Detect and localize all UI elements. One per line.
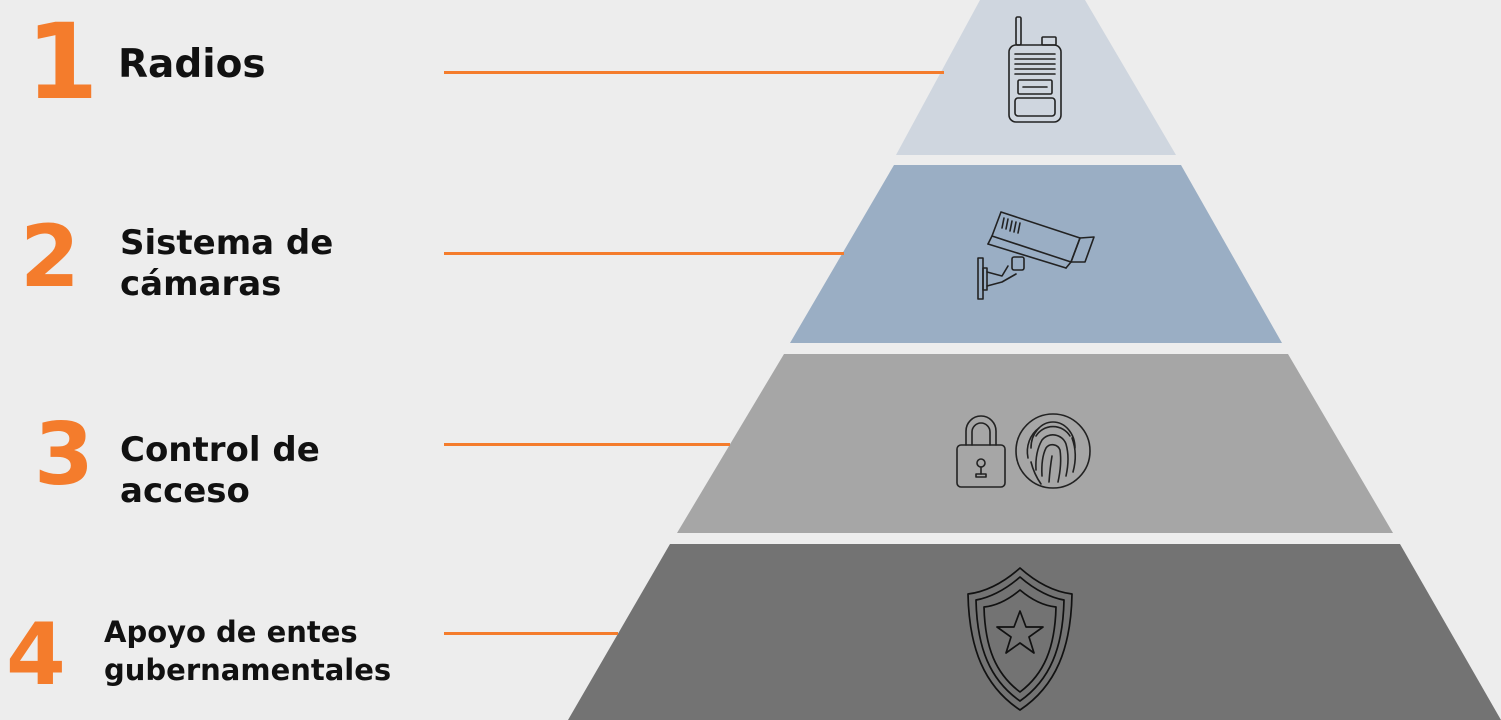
connector-line-1	[444, 71, 944, 74]
tier-3-number: 3	[34, 405, 94, 505]
tier-3-label-line-1: Control de	[120, 430, 320, 470]
connector-line-4	[444, 632, 618, 635]
pyramid-tier-1	[896, 0, 1176, 155]
pyramid-tier-2	[790, 165, 1282, 343]
padlock-fingerprint-icon	[956, 413, 1091, 489]
tier-2-number: 2	[20, 207, 80, 307]
tier-1-label-line-1: Radios	[118, 42, 266, 87]
tier-3-label: Control de acceso	[120, 430, 320, 512]
tier-4-number: 4	[6, 605, 66, 705]
police-shield-icon	[967, 567, 1073, 711]
tier-4-label-line-1: Apoyo de entes	[104, 615, 358, 649]
tier-4-label-line-2: gubernamentales	[104, 652, 392, 687]
walkie-talkie-icon	[1008, 16, 1062, 123]
connector-line-3	[444, 443, 730, 446]
tier-2-label-line-1: Sistema de	[120, 223, 334, 263]
tier-4-label: Apoyo de entes gubernamentales	[104, 614, 391, 689]
tier-3-label-line-2: acceso	[120, 470, 250, 511]
tier-1-number: 1	[26, 1, 99, 123]
security-camera-icon	[977, 211, 1095, 300]
tier-2-label: Sistema de cámaras	[120, 223, 333, 305]
tier-2-label-line-2: cámaras	[120, 263, 282, 304]
tier-1-label: Radios	[118, 42, 266, 89]
pyramid-tier-4	[568, 544, 1501, 720]
pyramid-tier-3	[677, 354, 1393, 533]
connector-line-2	[444, 252, 844, 255]
